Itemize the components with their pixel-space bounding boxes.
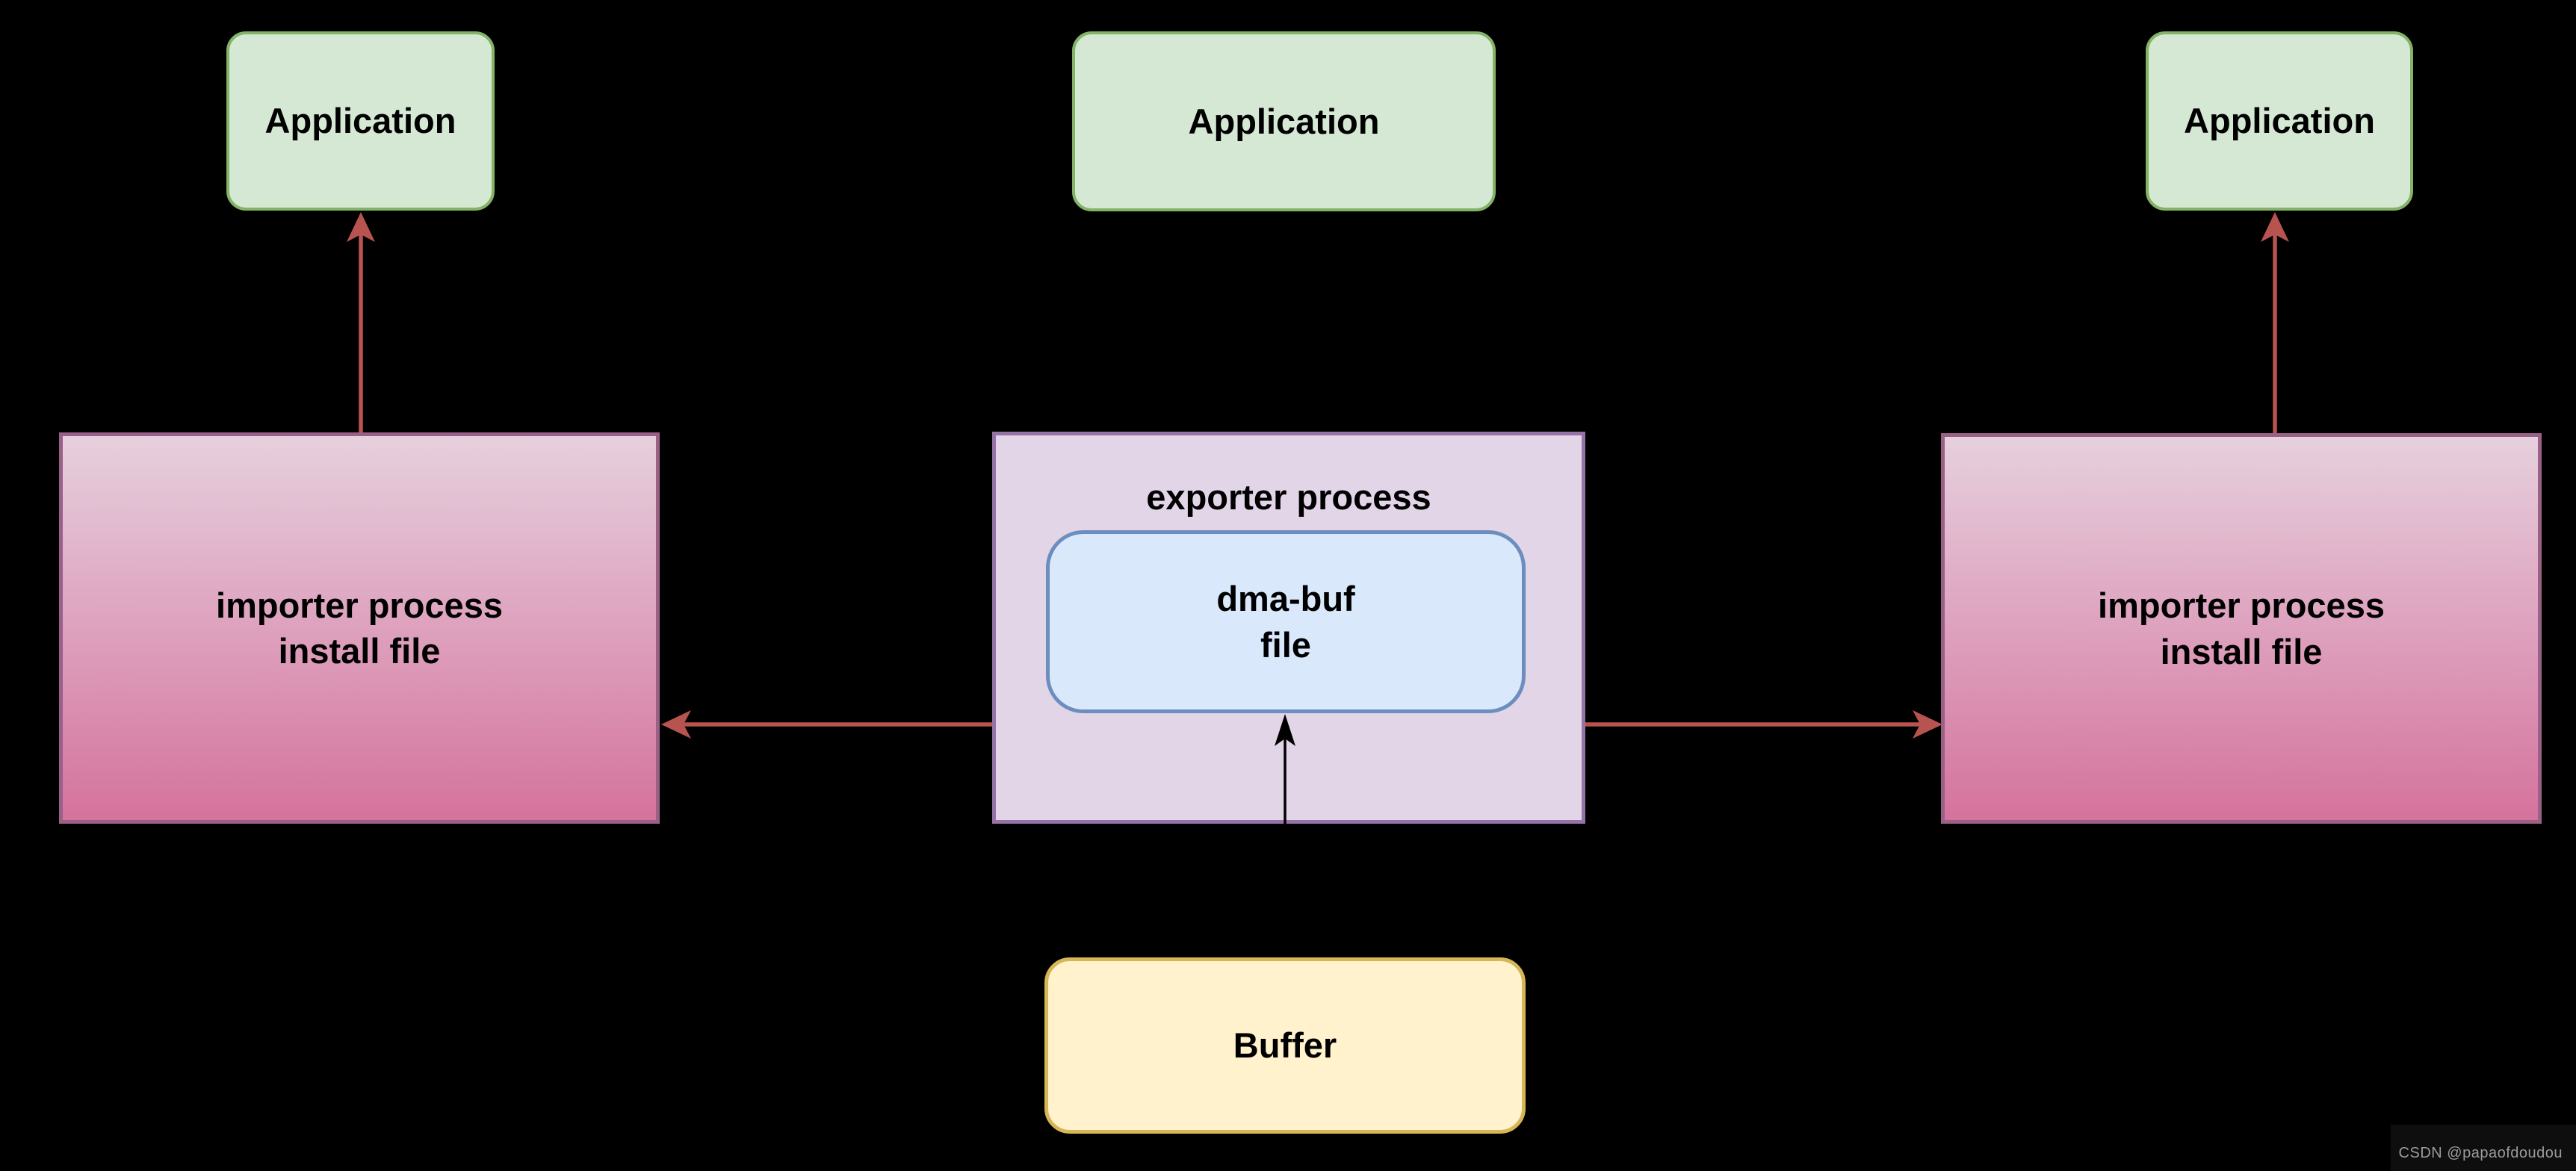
application-box-right: Application: [2146, 31, 2413, 211]
dma-buf-file-box: dma-buf file: [1046, 530, 1526, 713]
arrow-exporter-to-importer-right: [1585, 710, 1942, 739]
application-right-label: Application: [2184, 101, 2375, 141]
importer-left-label: importer process install file: [216, 585, 503, 671]
application-center-label: Application: [1188, 101, 1380, 141]
application-box-left: Application: [226, 31, 495, 211]
dma-buf-file-label: dma-buf file: [1216, 579, 1355, 665]
arrow-exporter-to-importer-left: [661, 710, 992, 739]
watermark-background: [2391, 1125, 2576, 1171]
exporter-process-box: exporter process dma-buf file: [992, 432, 1585, 824]
importer-process-box-right: importer process install file: [1941, 433, 2542, 824]
application-left-label: Application: [264, 101, 456, 141]
arrow-importer-right-to-application-right: [2261, 212, 2289, 433]
watermark-text: CSDN @papaofdoudou: [2398, 1145, 2563, 1161]
importer-right-label: importer process install file: [2098, 586, 2385, 671]
buffer-label: Buffer: [1233, 1025, 1337, 1066]
arrow-importer-left-to-application-left: [347, 212, 375, 432]
exporter-process-label: exporter process: [1146, 477, 1431, 517]
buffer-box: Buffer: [1044, 957, 1526, 1134]
application-box-center: Application: [1072, 31, 1496, 211]
importer-process-box-left: importer process install file: [59, 432, 660, 824]
